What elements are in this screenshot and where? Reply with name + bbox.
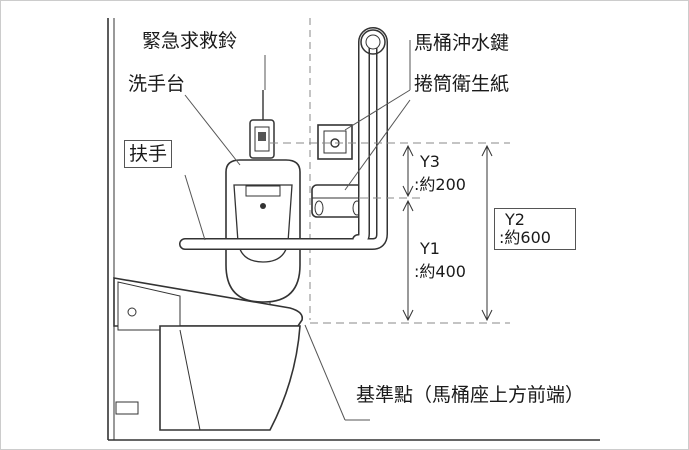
toilet-icon [113, 277, 304, 431]
leader-lines [184, 40, 411, 421]
wall-lines [107, 18, 600, 441]
washbasin-label: 洗手台 [128, 73, 186, 95]
toilet-paper-label: 捲筒衛生紙 [414, 73, 510, 95]
emergency-bell-label: 緊急求救鈴 [142, 30, 238, 52]
reference-point-label: 基準點（馬桶座上方前端） [356, 384, 585, 406]
y1-value: :約400 [414, 262, 466, 281]
washbasin-icon [225, 159, 301, 312]
y2-box: Y2 :約600 [494, 208, 576, 250]
y1-name: Y1 [420, 239, 440, 258]
flush-button-icon [317, 124, 353, 160]
handrail-icon [179, 27, 388, 250]
handrail-label: 扶手 [124, 140, 173, 168]
y2-value: :約600 [499, 228, 551, 247]
y3-value: :約200 [414, 175, 466, 194]
y3-name: Y3 [420, 152, 440, 171]
emergency-bell-icon [249, 90, 275, 159]
y2-name: Y2 [505, 210, 525, 229]
flush-button-label: 馬桶沖水鍵 [414, 32, 510, 54]
reference-dashes [270, 142, 510, 324]
dimension-arrows [402, 144, 493, 322]
toilet-paper-icon [311, 184, 365, 218]
